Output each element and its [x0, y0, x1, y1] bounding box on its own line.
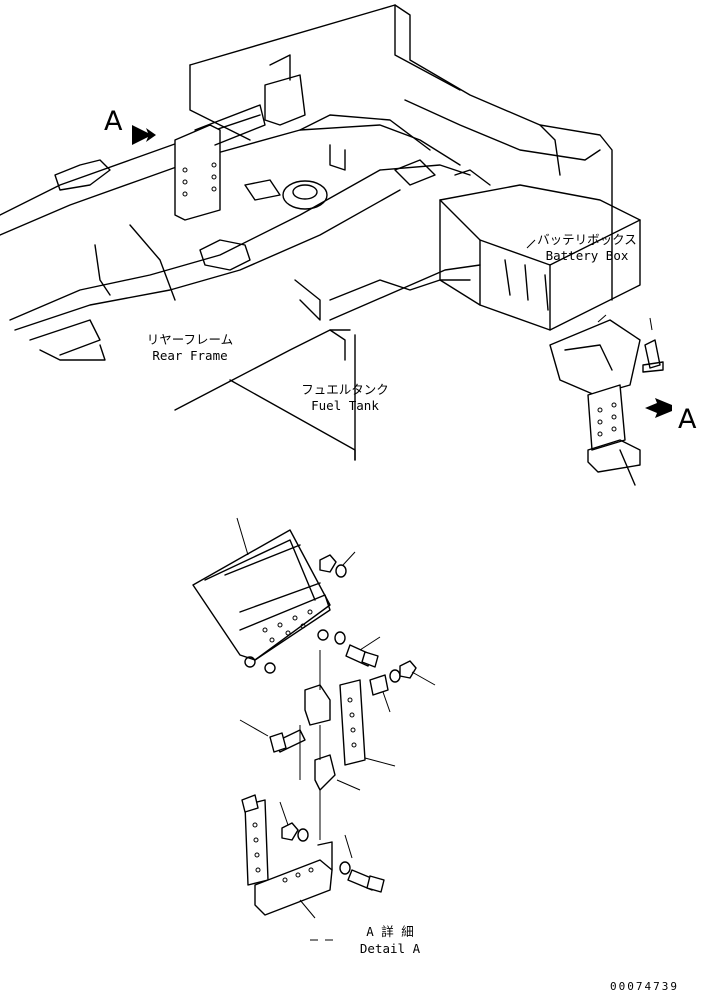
leader-lines-top	[526, 239, 653, 331]
battery-box-label-jp: バッテリボックス	[537, 232, 637, 247]
drawing-code: 00074739	[610, 980, 679, 993]
battery-box-label-en: Battery Box	[545, 248, 629, 263]
fuel-tank-label-jp: フュエルタンク	[301, 382, 389, 397]
detail-a-label-jp: A 詳 細	[366, 924, 414, 939]
rear-frame-label-jp: リヤーフレーム	[146, 332, 234, 347]
rear-frame-drawing	[0, 4, 613, 361]
fuel-tank-label-en: Fuel Tank	[311, 398, 379, 413]
view-arrow-right-icon	[645, 398, 672, 418]
leader-lines-detail	[236, 517, 436, 941]
battery-box-drawing	[439, 169, 641, 331]
fuel-tank-drawing	[174, 264, 481, 461]
rear-frame-label-en: Rear Frame	[152, 348, 228, 363]
detail-a-drawing	[192, 529, 417, 916]
detail-a-label-en: Detail A	[359, 941, 421, 956]
right-bracket-assembly	[549, 319, 664, 486]
view-arrow-left-icon	[132, 125, 156, 145]
view-marker-left: A	[104, 106, 123, 137]
view-marker-right: A	[678, 404, 697, 435]
